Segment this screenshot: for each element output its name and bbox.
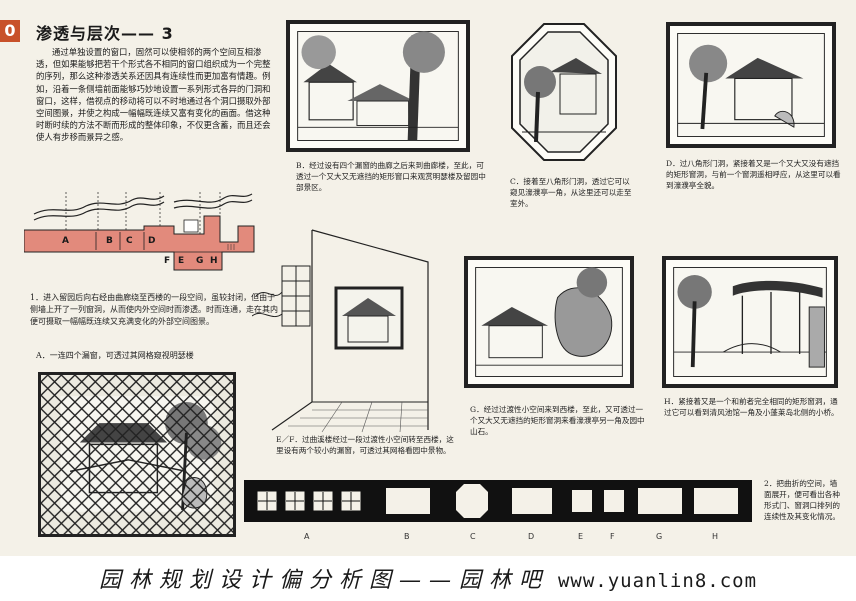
plan-letter-e: E bbox=[178, 256, 185, 266]
sketch-ef-svg bbox=[251, 229, 429, 433]
caption-b: B．经过设有四个漏窗的曲廊之后来到曲廊楼，至此，可透过一个又大又无遮挡的矩形窗口… bbox=[296, 161, 486, 192]
intro-paragraph: 通过单独设置的窗口，固然可以使相邻的两个空间互相渗透，但如果能够把若干个形式各不… bbox=[36, 47, 271, 143]
chapter-tab: 0 bbox=[0, 20, 20, 42]
caption-h: H．紧接着又是一个和前者完全相同的矩形窗洞，通过它可以看到清风池馆一角及小蓬莱岛… bbox=[664, 397, 839, 417]
plan-letter-f: F bbox=[164, 256, 171, 266]
bottom-banner bbox=[0, 556, 856, 601]
elevation-letter-f: F bbox=[610, 532, 615, 541]
caption-a: A．一连四个漏窗，可透过其网格窥视明瑟楼 bbox=[36, 351, 194, 360]
caption-g: G．经过过渡性小空间来到西楼，至此，又可透过一个又大又无遮挡的矩形窗洞来看濠濮亭… bbox=[470, 405, 645, 436]
plan-caption: 1．进入留园后向右经由曲廊绕至西楼的一段空间，虽较封闭，但由于侧墙上开了一列窗洞… bbox=[30, 293, 278, 326]
page-title: 渗透与层次—— 3 bbox=[36, 24, 174, 43]
sketch-g-svg bbox=[475, 267, 623, 377]
elevation-letter-b: B bbox=[404, 532, 410, 541]
caption-c: C．接着至八角形门洞，透过它可以窥见濠濮亭一角，从这里还可以走至室外。 bbox=[510, 177, 632, 208]
sketch-h-rect-window bbox=[662, 256, 838, 388]
sketch-c-octagon-doorway bbox=[510, 22, 618, 162]
plan-drawing: A B C D E F G H bbox=[23, 186, 294, 278]
plan-letter-h: H bbox=[210, 256, 218, 266]
banner-chinese-title: 园林规划设计偏分析图——园林吧 bbox=[98, 568, 549, 593]
sketch-a-svg bbox=[41, 375, 233, 534]
sketch-ef-interior bbox=[251, 226, 438, 434]
sketch-g-rect-window bbox=[464, 256, 634, 388]
caption-elevation: 2．把曲折的空间，墙面展开，便可看出各种形式门、窗洞口排列的连续性及其变化情况。 bbox=[764, 479, 840, 521]
elevation-letter-h: H bbox=[712, 532, 719, 541]
caption-d: D．过八角形门洞，紧接着又是一个又大又没有遮挡的矩形窗洞，与前一个窗洞遥相呼应，… bbox=[666, 159, 841, 190]
plan-letter-c: C bbox=[126, 236, 133, 246]
plan-letter-d: D bbox=[148, 236, 156, 246]
elevation-letter-g: G bbox=[656, 532, 663, 541]
plan-svg bbox=[23, 190, 255, 271]
plan-letter-b: B bbox=[106, 236, 113, 246]
wall-elevation-strip: A B C D E F G H bbox=[244, 476, 752, 541]
caption-ef: E／F．过曲溪楼经过一段过渡性小空间转至西楼，这里设有两个较小的漏窗，可透过其网… bbox=[276, 435, 454, 455]
sketch-h-svg bbox=[673, 267, 827, 377]
sketch-a-lattice-window bbox=[38, 372, 236, 537]
plan-letter-a: A bbox=[62, 236, 69, 246]
elevation-letter-c: C bbox=[470, 532, 476, 541]
sketch-b-svg bbox=[297, 31, 459, 141]
plan-letter-g: G bbox=[196, 256, 204, 266]
sketch-c-svg bbox=[511, 23, 617, 161]
sketch-d-svg bbox=[677, 33, 825, 137]
elevation-letter-d: D bbox=[528, 532, 535, 541]
elevation-letter-e: E bbox=[578, 532, 584, 541]
banner-text: 园林规划设计偏分析图——园林吧 www.yuanlin8.com bbox=[0, 562, 856, 594]
banner-url: www.yuanlin8.com bbox=[557, 570, 758, 592]
sketch-d-rect-window bbox=[666, 22, 836, 148]
elevation-letter-a: A bbox=[304, 532, 310, 541]
elevation-svg bbox=[244, 480, 752, 522]
sketch-b-rect-window bbox=[286, 20, 470, 152]
